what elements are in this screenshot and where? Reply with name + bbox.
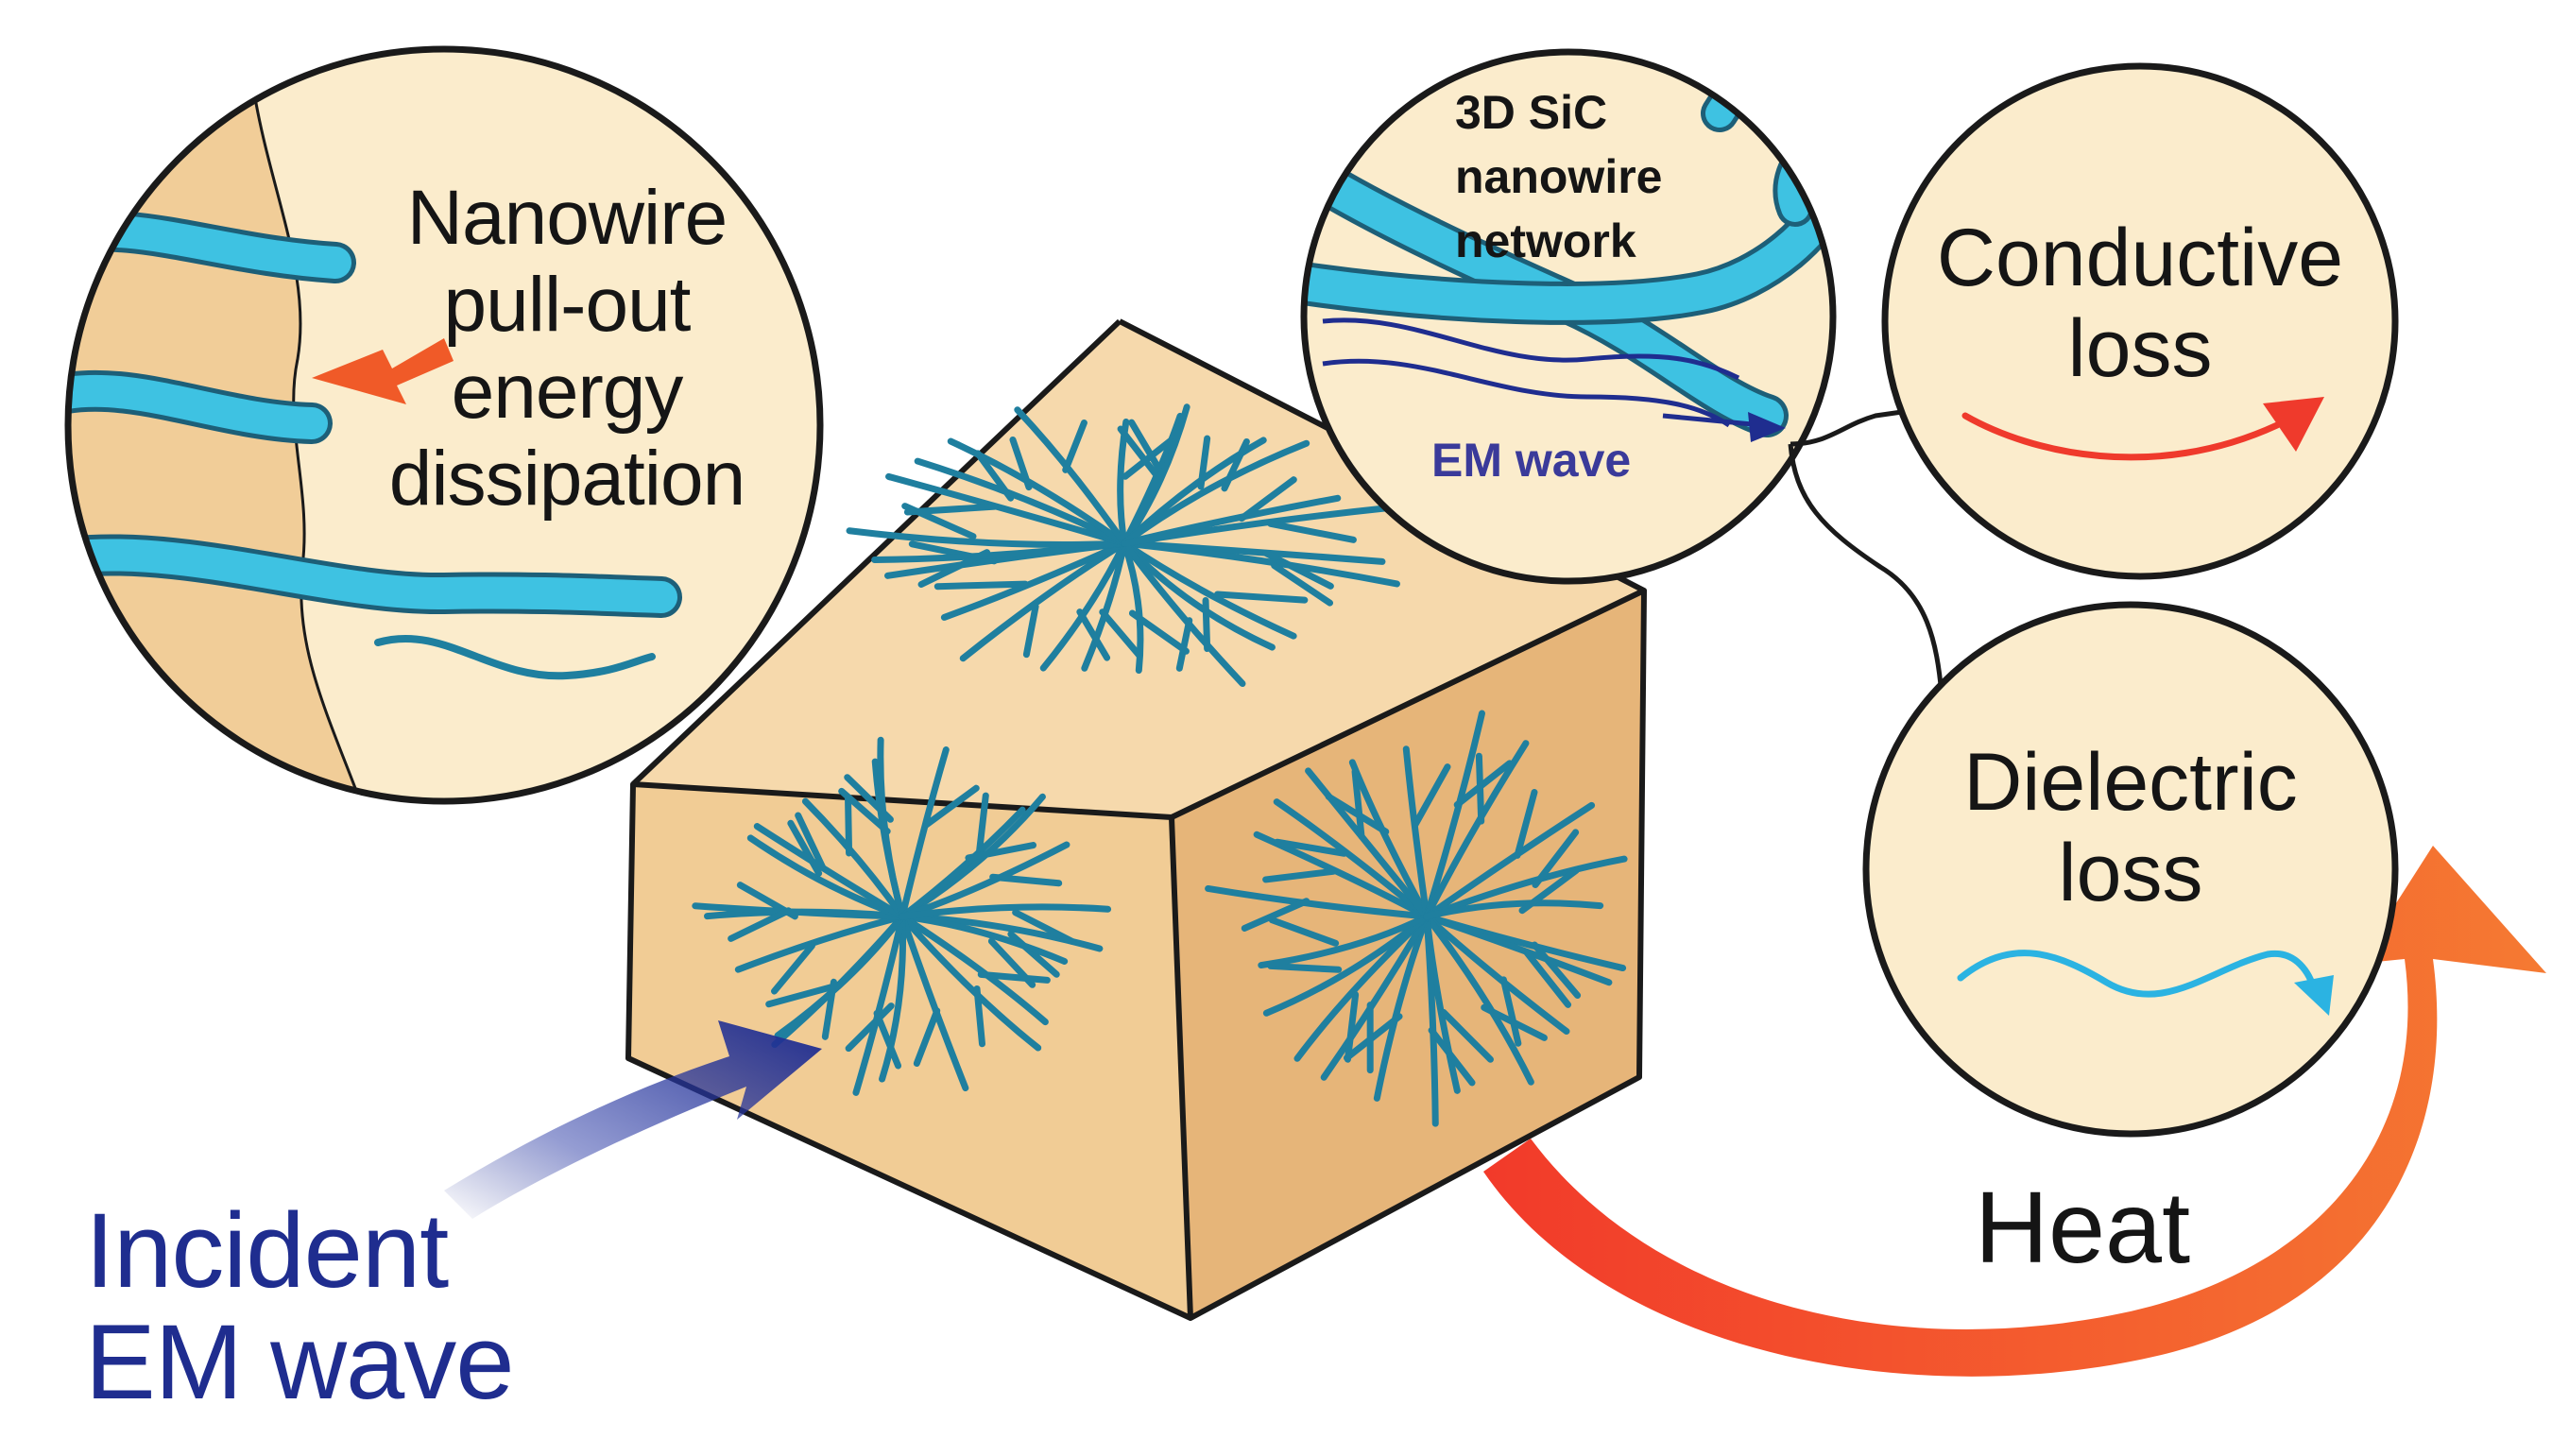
sic-line-2: nanowire [1455, 145, 1701, 209]
heat-label: Heat [1975, 1176, 2315, 1278]
em-wave-small-label: EM wave [1431, 433, 1677, 488]
conductive-line-1: Conductive [1875, 213, 2405, 303]
cube-left-face [628, 784, 1190, 1318]
pullout-label: Nanowire pull-out energy dissipation [321, 175, 813, 522]
dielectric-loss-label: Dielectric loss [1885, 737, 2376, 918]
sic-line-3: network [1455, 209, 1701, 273]
pullout-line-1: Nanowire [321, 175, 813, 262]
nanowire-twig [937, 584, 1025, 587]
incident-label: Incident EM wave [85, 1195, 652, 1418]
nanowire-twig [1479, 756, 1481, 821]
nanowire-twig [1271, 966, 1339, 969]
incident-line-1: Incident [85, 1195, 652, 1307]
conductive-loss-label: Conductive loss [1875, 213, 2405, 394]
pullout-line-4: dissipation [321, 436, 813, 522]
incident-line-2: EM wave [85, 1307, 652, 1418]
conductive-line-2: loss [1875, 303, 2405, 394]
sic-network-label: 3D SiC nanowire network [1455, 80, 1701, 273]
dielectric-line-1: Dielectric [1885, 737, 2376, 828]
nanowire-twig [848, 797, 849, 852]
pullout-line-2: pull-out [321, 262, 813, 349]
pullout-line-3: energy [321, 349, 813, 436]
sic-line-1: 3D SiC [1455, 80, 1701, 145]
dielectric-line-2: loss [1885, 828, 2376, 918]
